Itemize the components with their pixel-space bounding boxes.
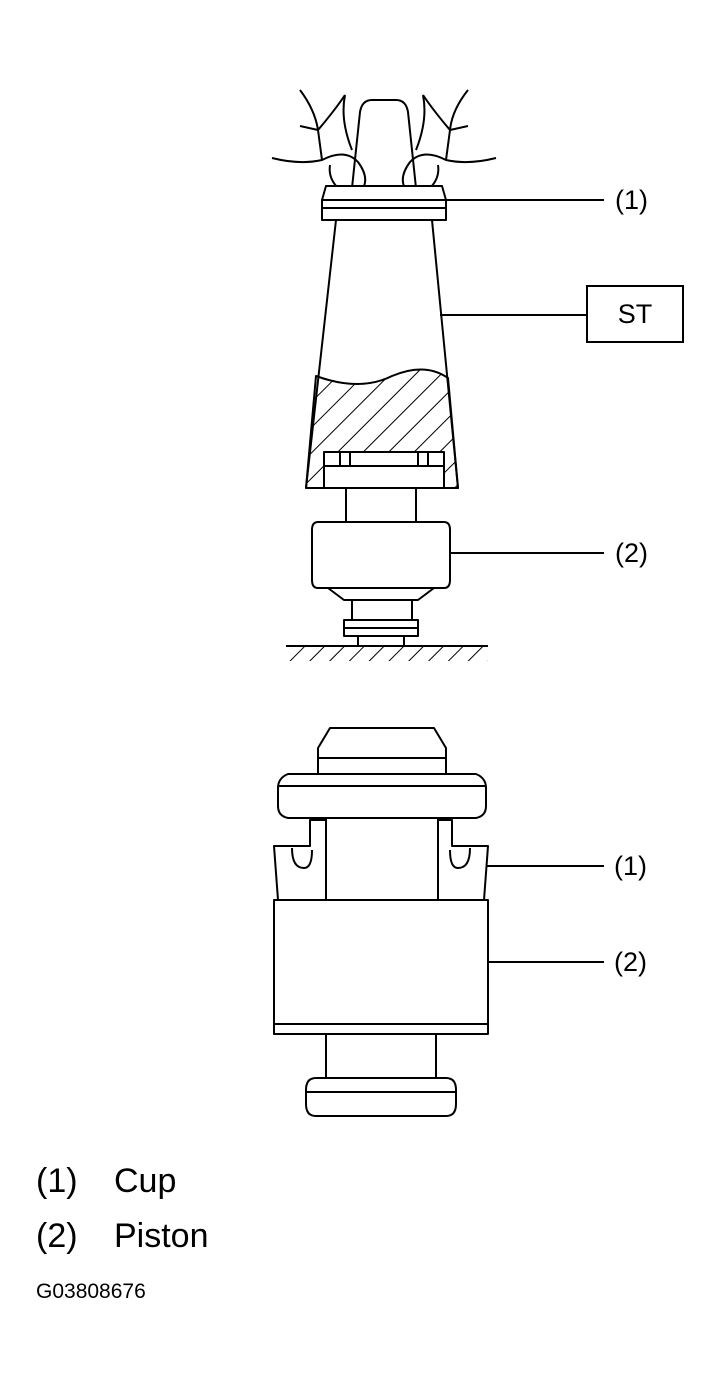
legend-label: Piston <box>114 1217 209 1255</box>
callout-top-cup: (1) <box>615 185 648 215</box>
special-tool-body <box>305 219 459 489</box>
legend-number: (2) <box>36 1217 78 1255</box>
cup-bottom-view-part <box>273 819 489 901</box>
tool-label-box: ST <box>586 285 684 343</box>
legend-item-cup: (1) Cup <box>36 1162 176 1201</box>
hands-illustration <box>271 89 497 194</box>
ground-surface <box>286 645 488 661</box>
legend-label: Cup <box>114 1162 177 1200</box>
callout-top-piston: (2) <box>615 538 648 568</box>
figure-code: G03808676 <box>36 1280 146 1303</box>
tool-label: ST <box>617 298 653 329</box>
cup-top-view-part <box>321 185 447 221</box>
piston-bottom-view-part <box>273 727 489 1117</box>
callout-bottom-piston: (2) <box>614 947 647 977</box>
piston-top-view-part <box>311 487 451 647</box>
callout-bottom-cup: (1) <box>614 851 647 881</box>
legend-item-piston: (2) Piston <box>36 1217 209 1256</box>
legend-number: (1) <box>36 1162 78 1200</box>
